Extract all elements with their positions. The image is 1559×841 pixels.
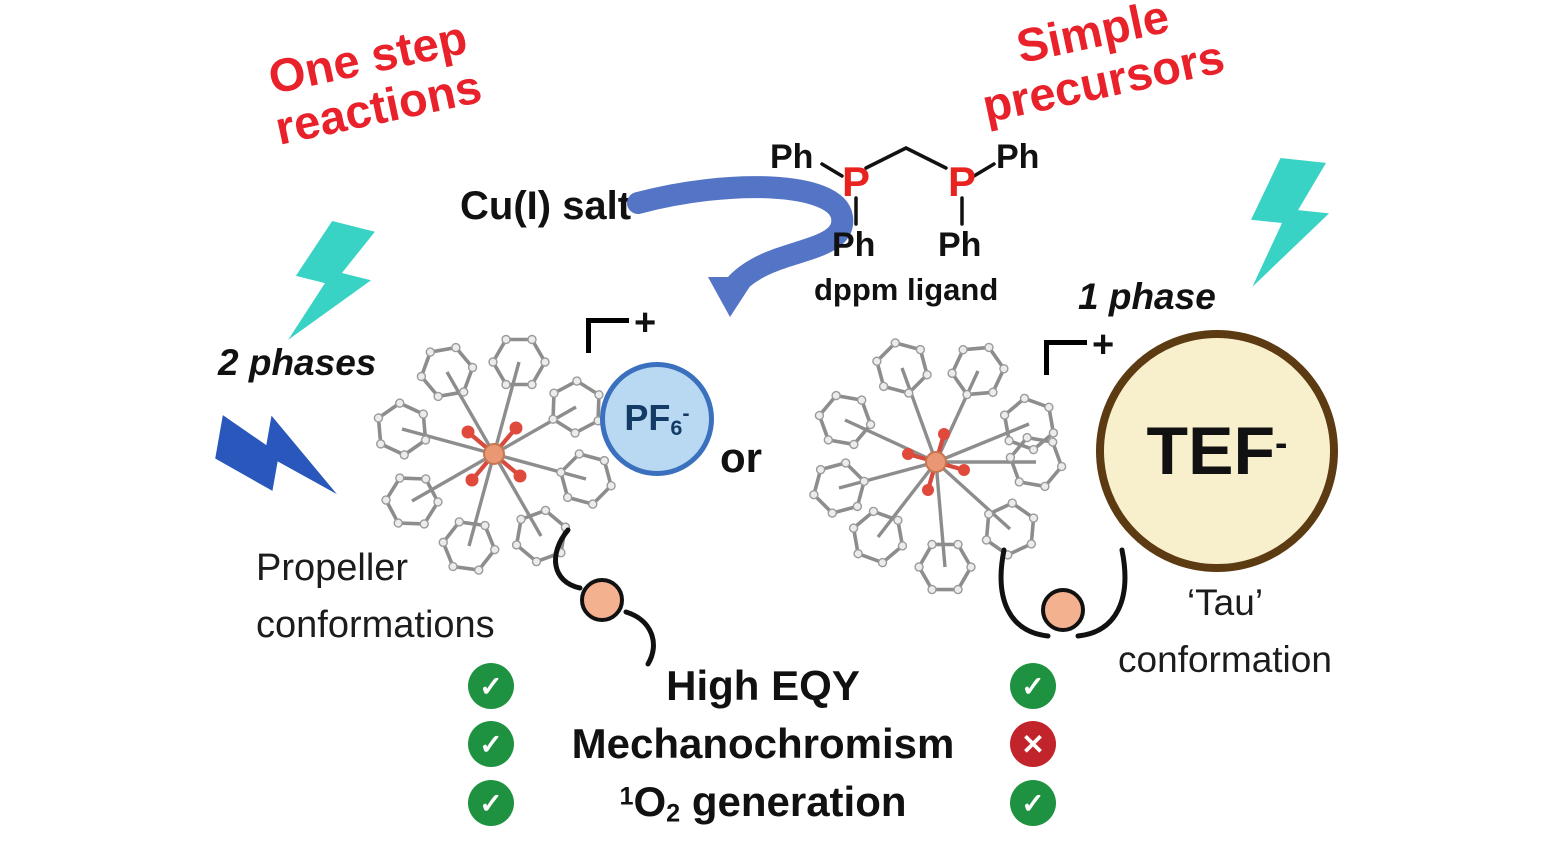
two-phases-label: 2 phases — [218, 342, 377, 383]
left-complex-structure — [361, 330, 624, 579]
ph-label-top-left: Ph — [770, 138, 814, 176]
checklist-label-mechanochromism: Mechanochromism — [571, 720, 955, 767]
charge-bracket-left — [586, 318, 629, 353]
charge-plus-right: + — [1092, 324, 1115, 366]
lightning-bolt-teal-right — [1244, 155, 1335, 295]
check-icon: ✓ — [468, 780, 514, 827]
check-icon: ✓ — [1010, 780, 1056, 827]
right-complex-structure — [797, 329, 1072, 609]
title-one-step: One step reactions — [230, 5, 515, 160]
or-label: or — [720, 434, 762, 481]
ph-label-bottom-left: Ph — [832, 226, 876, 264]
propeller-caption: Propeller conformations — [256, 540, 495, 654]
dppm-structure: Ph P P Ph Ph Ph dppm ligand — [770, 138, 1060, 314]
p-atom-label-right: P — [948, 158, 977, 205]
p-atom-label-left: P — [842, 158, 871, 205]
checklist-row-high-eqy: ✓ High EQY ✓ — [468, 662, 1058, 710]
cross-icon: ✕ — [1010, 721, 1056, 767]
tef-label: TEF- — [1146, 413, 1288, 489]
check-icon: ✓ — [468, 663, 514, 709]
checklist-label-singlet-oxygen: 1O2 generation — [619, 778, 907, 828]
check-icon: ✓ — [1010, 663, 1056, 709]
pf6-label: PF6- — [624, 397, 690, 440]
checklist-row-mechanochromism: ✓ Mechanochromism ✕ — [468, 720, 1058, 768]
tau-caption-line2: conformation — [1118, 639, 1332, 681]
dppm-bonds — [820, 146, 996, 226]
tau-caption-line1: ‘Tau’ — [1186, 582, 1264, 623]
one-phase-label: 1 phase — [1078, 276, 1216, 317]
propeller-caption-line2: conformations — [256, 604, 495, 646]
dppm-ligand-label: dppm ligand — [814, 272, 999, 307]
tef-counterion-badge: TEF- — [1096, 330, 1338, 572]
charge-bracket-right — [1044, 340, 1087, 375]
pf6-counterion-badge: PF6- — [600, 362, 714, 476]
checklist-row-singlet-oxygen: ✓ 1O2 generation ✓ — [468, 778, 1058, 828]
checklist-label-high-eqy: High EQY — [666, 662, 860, 709]
propeller-caption-line1: Propeller — [256, 547, 409, 589]
cu-salt-label: Cu(I) salt — [460, 184, 632, 228]
ph-label-top-right: Ph — [996, 138, 1040, 176]
charge-plus-left: + — [634, 302, 657, 344]
ph-label-bottom-right: Ph — [938, 226, 982, 264]
rotor-icon-right — [998, 547, 1128, 639]
title-simple-precursors: Simple precursors — [951, 0, 1246, 135]
check-icon: ✓ — [468, 721, 514, 767]
tau-caption: ‘Tau’ conformation — [1088, 574, 1362, 689]
rotor-icon-left — [553, 527, 656, 667]
reaction-arrow — [627, 176, 854, 317]
